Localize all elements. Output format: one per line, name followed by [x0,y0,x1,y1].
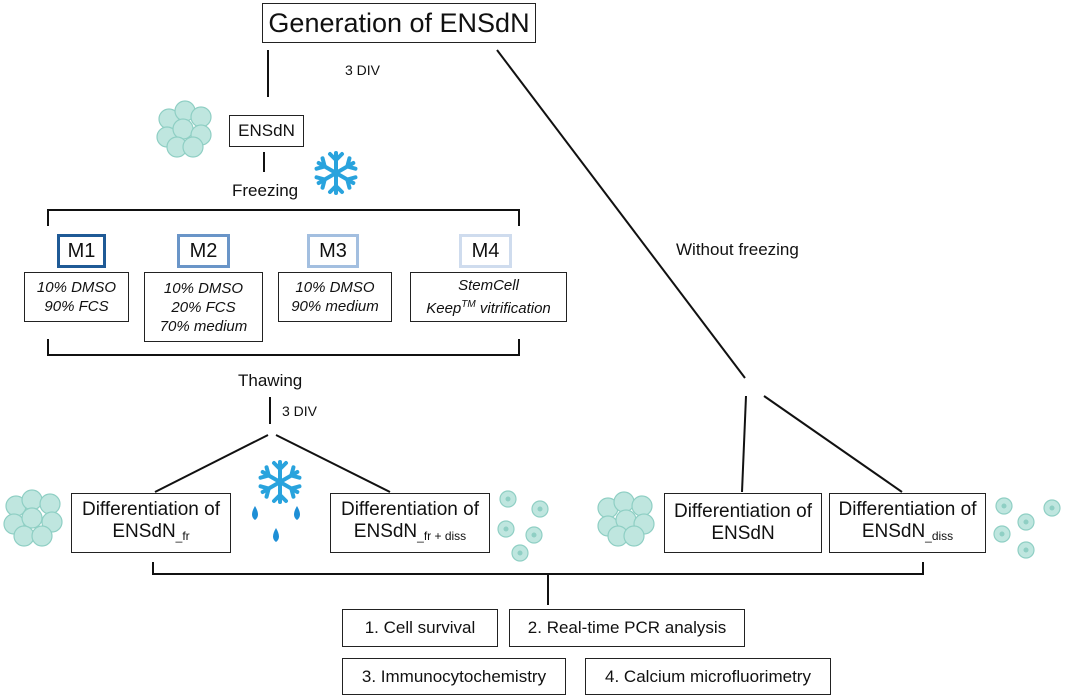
dissociated-cells-icon [497,490,549,562]
m4-trademark: TM [461,299,476,310]
cell-cluster-icon [3,489,63,547]
diagonal-without-freezing [496,49,746,379]
diff-frdiss-base: ENSdN [353,521,418,542]
diff-diss-line2: ENSdN_diss [862,521,953,547]
outcome-pcr: 2. Real-time PCR analysis [509,609,745,647]
outcome-3-text: 3. Immunocytochemistry [361,666,547,686]
outcome-calcium: 4. Calcium microfluorimetry [585,658,831,695]
thawing-snowflake-drops-icon [252,460,302,542]
branch-left-b [275,434,391,493]
cell-cluster-icon [156,100,212,158]
ensdn-box-label: ENSdN [238,121,295,140]
medium-m4-label: M4 [459,234,512,268]
diff-diss-line1: Differentiation of [838,499,977,520]
bracket-outcomes [152,562,924,575]
ensdn-box: ENSdN [229,115,304,147]
m4-line-1: StemCell [458,277,519,294]
div-label-bottom: 3 DIV [282,403,318,419]
medium-m2-box: 10% DMSO 20% FCS 70% medium [144,272,263,342]
diff-diss-sub: _diss [925,529,954,543]
medium-m4-box: StemCell KeepTM vitrification [410,272,567,322]
without-freezing-label: Without freezing [676,240,799,259]
differentiation-diss-box: Differentiation of ENSdN_diss [829,493,986,553]
medium-m1-label: M1 [57,234,106,268]
differentiation-box: Differentiation of ENSdN [664,493,822,553]
m1-line-2: 90% FCS [44,298,109,315]
cell-cluster-icon [597,491,655,547]
diff-fr-line1: Differentiation of [81,499,220,520]
outcome-2-text: 2. Real-time PCR analysis [527,618,727,637]
medium-m1-box: 10% DMSO 90% FCS [24,272,129,322]
diff-line1: Differentiation of [673,501,812,522]
m4-vitrification: vitrification [479,300,551,317]
bracket-top [47,209,520,226]
m4-line-2: KeepTM vitrification [426,295,551,318]
m2-line-3: 70% medium [159,317,248,335]
div-label-top: 3 DIV [345,62,381,78]
m2-line-1: 10% DMSO [163,279,244,297]
diff-fr-line2: ENSdN_fr [112,521,189,547]
snowflake-icon [314,151,358,195]
title-box: Generation of ENSdN [262,3,536,43]
outcome-immunocytochemistry: 3. Immunocytochemistry [342,658,566,695]
m3-line-2: 90% medium [291,298,379,315]
diff-frdiss-line1: Differentiation of [340,499,479,520]
dissociated-cells-icon [993,497,1061,559]
branch-right-a [741,395,747,493]
diff-frdiss-line2: ENSdN_fr + diss [354,521,466,547]
diff-diss-base: ENSdN [861,521,926,542]
m1-line-1: 10% DMSO [36,279,117,296]
outcome-1-text: 1. Cell survival [364,618,476,637]
medium-m2-label: M2 [177,234,230,268]
outcome-4-text: 4. Calcium microfluorimetry [605,666,811,686]
diff-base: ENSdN [711,523,775,544]
medium-m3-box: 10% DMSO 90% medium [278,272,392,322]
branch-left-a [154,434,269,493]
thawing-label: Thawing [238,371,303,390]
diff-fr-base: ENSdN [112,521,176,542]
m2-line-2: 20% FCS [171,298,236,316]
branch-right-b [763,395,903,493]
title-text: Generation of ENSdN [268,7,530,38]
bracket-bottom [47,339,520,356]
freezing-label: Freezing [232,181,299,200]
differentiation-fr-box: Differentiation of ENSdN_fr [71,493,231,553]
m4-keep-word: Keep [426,300,462,317]
diff-frdiss-sub: _fr + diss [417,529,467,543]
diff-fr-sub: _fr [175,529,190,543]
m3-line-1: 10% DMSO [295,279,375,296]
medium-m3-label: M3 [307,234,359,268]
outcome-cell-survival: 1. Cell survival [342,609,498,647]
differentiation-fr-diss-box: Differentiation of ENSdN_fr + diss [330,493,490,553]
